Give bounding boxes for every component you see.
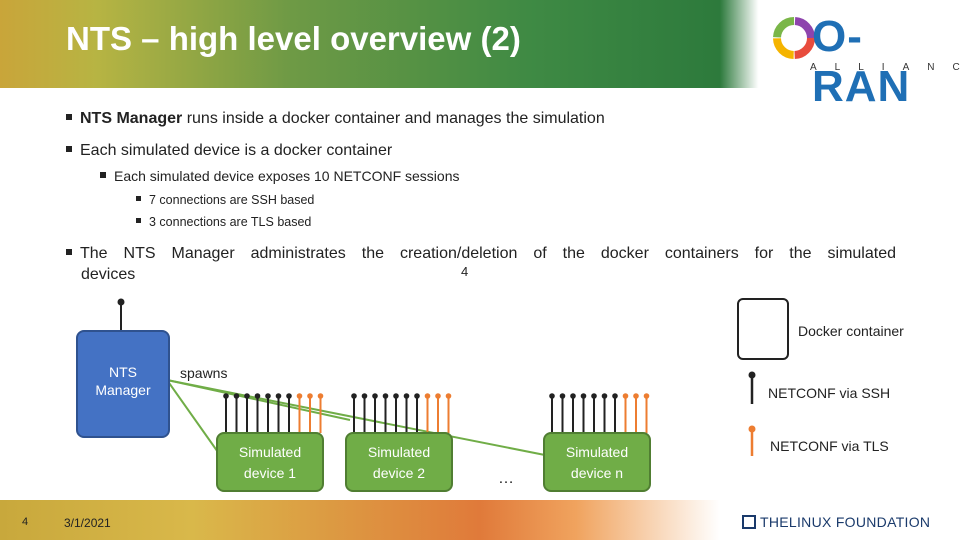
device1-ssh-dot [286, 393, 292, 399]
linux-foundation-logo: THELINUX FOUNDATION [742, 514, 930, 530]
device1-ssh-dot [265, 393, 271, 399]
device2-ssh-dot [372, 393, 378, 399]
simulated-device-1: Simulated device 1 [216, 432, 324, 492]
devicen-ssh-dot [612, 393, 618, 399]
devicen-ssh-dot [580, 393, 587, 399]
device1-ssh-dot [254, 393, 261, 399]
device-label-1: Simulated [565, 444, 629, 460]
bullet-text: 3 connections are TLS based [149, 215, 312, 229]
device2-tls-dot [424, 393, 431, 399]
page-number: 4 [22, 516, 29, 528]
devicen-tls-dot [643, 393, 650, 399]
oran-ring-icon [773, 17, 815, 59]
device2-ssh-dot [403, 393, 410, 399]
footer-band [0, 500, 960, 540]
bullet-text: Each simulated device is a docker contai… [80, 142, 393, 159]
device1-ssh-dot [275, 393, 282, 399]
legend-ssh-dot [748, 371, 756, 379]
legend-docker-container-box [737, 298, 789, 360]
devicen-ssh-dot [591, 393, 597, 399]
netconf-pins [223, 393, 650, 433]
device-label-2: device n [570, 465, 624, 481]
device2-ssh-dot [361, 393, 368, 399]
manager-pin-dot [117, 298, 125, 306]
device1-tls-dot [317, 393, 324, 399]
nts-manager-label-1: NTS [109, 364, 137, 380]
device2-ssh-dot [351, 393, 357, 399]
device1-ssh-dot [233, 393, 240, 399]
bullet-square-icon [136, 218, 141, 224]
lf-square-icon [742, 515, 756, 530]
device1-ssh-dot [223, 393, 229, 399]
device-label-2: device 1 [243, 465, 297, 481]
device-label-1: Simulated [238, 444, 302, 460]
simulated-device-n: Simulated device n [543, 432, 651, 492]
legend-docker-label: Docker container [798, 323, 904, 339]
bullet-square-icon [66, 113, 72, 120]
device2-ssh-dot [393, 393, 399, 399]
bullet-bold-text: NTS Manager [80, 110, 183, 127]
bullet-square-icon [66, 248, 72, 255]
header-fade [0, 0, 960, 88]
bullet-netconf-sessions: Each simulated device exposes 10 NETCONF… [100, 168, 459, 184]
nts-manager-box: NTS Manager [76, 330, 170, 438]
bullet-text: 7 connections are SSH based [149, 193, 315, 207]
bullet-nts-administrates: The NTS Manager administrates the creati… [66, 243, 896, 285]
bullet-text: The NTS Manager administrates the creati… [80, 245, 896, 262]
devicen-ssh-dot [549, 393, 555, 399]
device-label-1: Simulated [367, 444, 431, 460]
oran-logo-sub: ALLIANCE [810, 62, 960, 73]
oran-logo-text: O-RAN [812, 12, 911, 111]
bullet-ssh-connections: 7 connections are SSH based [136, 193, 314, 207]
bullet-nts-manager: NTS Manager runs inside a docker contain… [66, 110, 605, 128]
device2-ssh-dot [414, 393, 420, 399]
devicen-tls-dot [622, 393, 629, 399]
devicen-ssh-dot [570, 393, 576, 399]
slide-title: NTS – high level overview (2) [66, 20, 521, 57]
bullet-simulated-device: Each simulated device is a docker contai… [66, 142, 392, 160]
bullet-text: Each simulated device exposes 10 NETCONF… [114, 168, 460, 184]
bullet-square-icon [66, 145, 72, 152]
oran-logo: O-RAN ALLIANCE [770, 12, 960, 111]
legend-ssh-label: NETCONF via SSH [768, 385, 891, 401]
simulated-device-2: Simulated device 2 [345, 432, 453, 492]
ellipsis: … [498, 470, 514, 487]
legend-tls-label: NETCONF via TLS [770, 438, 889, 454]
devicen-tls-dot [633, 393, 639, 399]
spawns-label: spawns [180, 365, 228, 381]
device1-ssh-dot [244, 393, 250, 399]
device2-tls-dot [435, 393, 441, 399]
device1-tls-dot [307, 393, 313, 399]
slide-marker: 4 [461, 264, 469, 279]
lf-text: THELINUX FOUNDATION [760, 514, 931, 530]
slide-date: 3/1/2021 [64, 516, 111, 530]
bullet-square-icon [100, 172, 106, 179]
device2-ssh-dot [382, 393, 389, 399]
devicen-ssh-dot [559, 393, 566, 399]
bullet-tls-connections: 3 connections are TLS based [136, 215, 311, 229]
legend-tls-dot [748, 425, 756, 433]
devicen-ssh-dot [601, 393, 608, 399]
bullet-text-continued: devices [81, 266, 136, 283]
device2-tls-dot [445, 393, 452, 399]
device-label-2: device 2 [372, 465, 426, 481]
bullet-text: runs inside a docker container and manag… [182, 110, 605, 127]
bullet-square-icon [136, 196, 141, 202]
device1-tls-dot [296, 393, 303, 399]
nts-manager-label-2: Manager [95, 382, 151, 398]
spawn-link-device1 [166, 379, 221, 456]
